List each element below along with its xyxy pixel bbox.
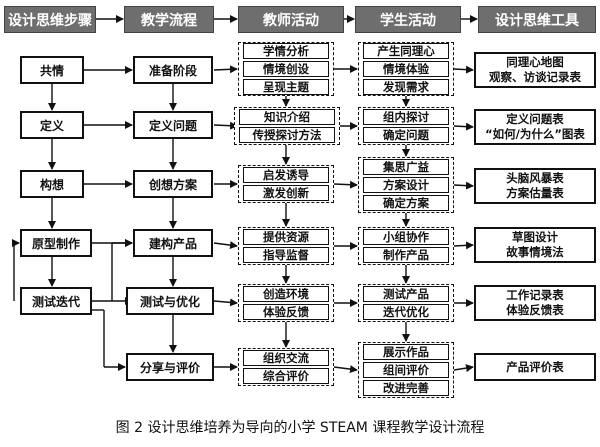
- flow-arrow: [213, 298, 238, 307]
- figure-caption: 图 2 设计思维培养为导向的小学 STEAM 课程教学设计流程: [115, 420, 485, 436]
- student-item: 迭代优化: [363, 304, 449, 320]
- tool-line: 同理心地图: [506, 55, 564, 69]
- tool-line: 定义问题表: [506, 112, 564, 126]
- student-item: 确定方案: [363, 195, 449, 211]
- teacher-item: 情境创设: [243, 61, 329, 77]
- teacher-item: 启发诱导: [243, 167, 329, 183]
- student-item: 集思广益: [363, 159, 449, 175]
- flow-arrow: [213, 241, 238, 250]
- student-group-share: 展示作品 组间评价 改进完善: [358, 342, 454, 398]
- tool-line: “如何/为什么”图表: [485, 127, 585, 141]
- student-item: 确定问题: [363, 127, 449, 143]
- step-test-iterate: 测试迭代: [20, 287, 92, 315]
- flow-define-problem: 定义问题: [133, 111, 213, 139]
- flow-build-product: 建构产品: [133, 229, 213, 257]
- student-item: 测试产品: [363, 286, 449, 302]
- tool-test: 工作记录表 体验反馈表: [474, 285, 596, 321]
- header-design-tools: 设计思维工具: [478, 6, 596, 33]
- teacher-item: 传授探讨方法: [239, 127, 335, 143]
- flow-arrow: [453, 122, 474, 131]
- teacher-item: 提供资源: [243, 229, 329, 245]
- header-teaching-flow: 教学流程: [124, 6, 214, 33]
- teacher-item: 激发创新: [243, 185, 329, 201]
- student-item: 制作产品: [363, 247, 449, 263]
- tool-line: 头脑风暴表: [506, 171, 564, 185]
- header-design-steps: 设计思维步骤: [4, 6, 96, 33]
- flow-arrow: [453, 181, 474, 190]
- tool-line: 工作记录表: [506, 288, 564, 302]
- teacher-group-preparation: 学情分析 情境创设 呈现主题: [238, 42, 334, 96]
- teacher-item: 创造环境: [243, 286, 329, 302]
- header-student-activities: 学生活动: [355, 6, 461, 33]
- tool-line: 产品评价表: [506, 359, 564, 374]
- step-define: 定义: [20, 111, 84, 139]
- teacher-group-share: 组织交流 综合评价: [238, 348, 334, 386]
- flow-test-optimize: 测试与优化: [126, 287, 214, 315]
- flow-arrow: [213, 121, 238, 130]
- flow-preparation: 准备阶段: [133, 56, 213, 84]
- student-item: 情境体验: [363, 61, 449, 77]
- flow-arrow: [333, 365, 358, 374]
- flow-arrow: [453, 241, 474, 250]
- student-group-build: 小组协作 制作产品: [358, 227, 454, 265]
- student-group-define: 组内探讨 确定问题: [358, 107, 454, 145]
- student-group-preparation: 产生同理心 情境体验 发现需求: [358, 42, 454, 96]
- student-item: 产生同理心: [363, 43, 449, 59]
- flow-arrow: [453, 65, 474, 74]
- teacher-group-build: 提供资源 指导监督: [238, 227, 334, 265]
- tool-ideate: 头脑风暴表 方案估量表: [474, 168, 596, 204]
- teacher-item: 指导监督: [243, 247, 329, 263]
- student-item: 展示作品: [363, 344, 449, 360]
- tool-line: 方案估量表: [506, 186, 564, 200]
- tool-line: 观察、访谈记录表: [489, 70, 581, 84]
- tool-define: 定义问题表 “如何/为什么”图表: [474, 109, 596, 145]
- teacher-item: 知识介绍: [239, 109, 335, 125]
- teacher-item: 综合评价: [243, 368, 329, 384]
- teacher-group-define: 知识介绍 传授探讨方法: [234, 107, 340, 145]
- teacher-item: 呈现主题: [243, 79, 329, 95]
- student-item: 改进完善: [363, 380, 449, 396]
- flow-arrow: [333, 180, 358, 189]
- flow-ideate-solution: 创想方案: [133, 170, 213, 198]
- teacher-group-test: 创造环境 体验反馈: [238, 284, 334, 322]
- tool-empathy: 同理心地图 观察、访谈记录表: [474, 52, 596, 88]
- student-item: 小组协作: [363, 229, 449, 245]
- student-item: 方案设计: [363, 177, 449, 193]
- student-group-ideate: 集思广益 方案设计 确定方案: [358, 157, 454, 213]
- flow-share-evaluate: 分享与评价: [126, 353, 214, 381]
- flow-arrow: [453, 364, 474, 373]
- student-group-test: 测试产品 迭代优化: [358, 284, 454, 322]
- tool-share: 产品评价表: [474, 353, 596, 381]
- flow-arrow: [213, 65, 238, 74]
- teacher-item: 组织交流: [243, 350, 329, 366]
- tool-line: 体验反馈表: [506, 303, 564, 317]
- tool-prototype: 草图设计 故事情境法: [474, 227, 596, 263]
- student-item: 组内探讨: [363, 109, 449, 125]
- step-empathize: 共情: [20, 56, 84, 84]
- teacher-group-ideate: 启发诱导 激发创新: [238, 165, 334, 203]
- tool-line: 草图设计: [512, 230, 558, 244]
- tool-line: 故事情境法: [506, 245, 564, 259]
- student-item: 发现需求: [363, 79, 449, 95]
- step-ideate: 构想: [20, 170, 84, 198]
- teacher-item: 学情分析: [243, 43, 329, 59]
- step-prototype: 原型制作: [20, 229, 92, 257]
- teacher-item: 体验反馈: [243, 304, 329, 320]
- student-item: 组间评价: [363, 362, 449, 378]
- header-teacher-activities: 教师活动: [238, 6, 344, 33]
